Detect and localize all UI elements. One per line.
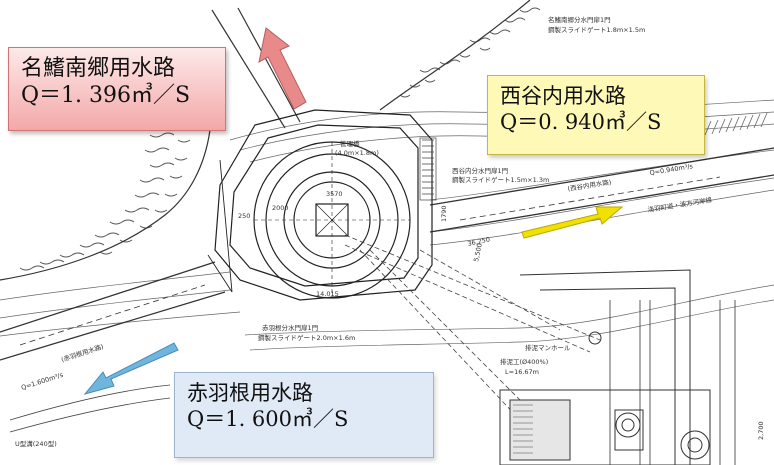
u-ditch <box>9 384 171 433</box>
label-nabi-minami-canal: 名鰭南郷用水路 Q＝1. 396㎥／S <box>8 47 226 131</box>
note-kanrikyo: 管理橋 <box>340 139 360 148</box>
label-nishitani-flow: Q＝0. 940㎥／S <box>500 109 662 134</box>
dim-3570: 3570 <box>326 190 343 198</box>
canal-top <box>211 7 301 129</box>
canal-left <box>0 261 226 361</box>
label-nishitani-name: 西谷内用水路 <box>500 84 626 108</box>
note-canal-left: (赤羽根用水路) <box>60 342 105 364</box>
lower-right-structures <box>499 269 736 465</box>
label-nabi-minami-name: 名鰭南郷用水路 <box>21 56 176 81</box>
note-gate-right: 西谷内分水門扉1門 <box>452 166 508 175</box>
hill-hatching-top <box>379 0 541 111</box>
label-akabane-canal: 赤羽根用水路 Q＝1. 600㎥／S <box>174 372 434 458</box>
dim-14015: 14,015 <box>316 290 339 298</box>
dim-250: 250 <box>238 212 250 220</box>
label-nishitani-canal: 西谷内用水路 Q＝0. 940㎥／S <box>487 75 705 155</box>
label-nabi-minami-flow: Q＝1. 396㎥／S <box>21 82 191 108</box>
arrow-nishitani <box>521 206 624 239</box>
arrow-nabi-minami-shape <box>258 27 307 110</box>
dim-2000: 2000 <box>272 204 289 212</box>
note-kanrikyo-size: (4.0m×1.8m) <box>335 149 379 157</box>
note-road: 浅羽町道・波方河岸線 <box>647 195 713 214</box>
division-structure <box>207 109 433 301</box>
label-akabane-name: 赤羽根用水路 <box>187 381 313 405</box>
note-q-left: Q=1.600m³/s <box>20 371 65 392</box>
hatch-block <box>513 404 533 454</box>
dim-500: 5,500 <box>472 243 484 263</box>
note-gate-bottom: 赤羽根分水門扉1門 <box>262 323 318 332</box>
hill-hatching-left <box>0 129 211 281</box>
arrow-akabane-shape <box>83 342 179 395</box>
arrow-nabi-minami <box>258 27 307 110</box>
arrow-akabane <box>83 342 179 395</box>
canal-right <box>429 147 774 233</box>
note-gate-top-spec: 鋼製スライドゲート1.8m×1.5m <box>548 25 645 34</box>
dim-1790: 1790 <box>440 205 448 222</box>
stair-hatching <box>419 137 437 201</box>
label-akabane-flow: Q＝1. 600㎥／S <box>187 406 349 431</box>
note-gate-top: 名鰭南郷分水門扉1門 <box>548 15 611 24</box>
note-manhole: 排泥マンホール <box>525 343 571 352</box>
drain-pipes <box>344 234 601 421</box>
note-drain-len: L=16.67m <box>505 368 539 376</box>
arrow-nishitani-shape <box>521 206 624 239</box>
road-hatching-right <box>704 112 768 136</box>
note-drain: 排泥工(Ø400%) <box>500 357 548 366</box>
note-u-ditch: U型溝(240型) <box>15 439 57 448</box>
note-gate-bottom-spec: 鋼製スライドゲート2.0m×1.6m <box>258 333 355 342</box>
dim-2700: 2,700 <box>757 421 765 440</box>
note-gate-right-spec: 鋼製スライドゲート1.5m×1.3m <box>452 175 549 184</box>
